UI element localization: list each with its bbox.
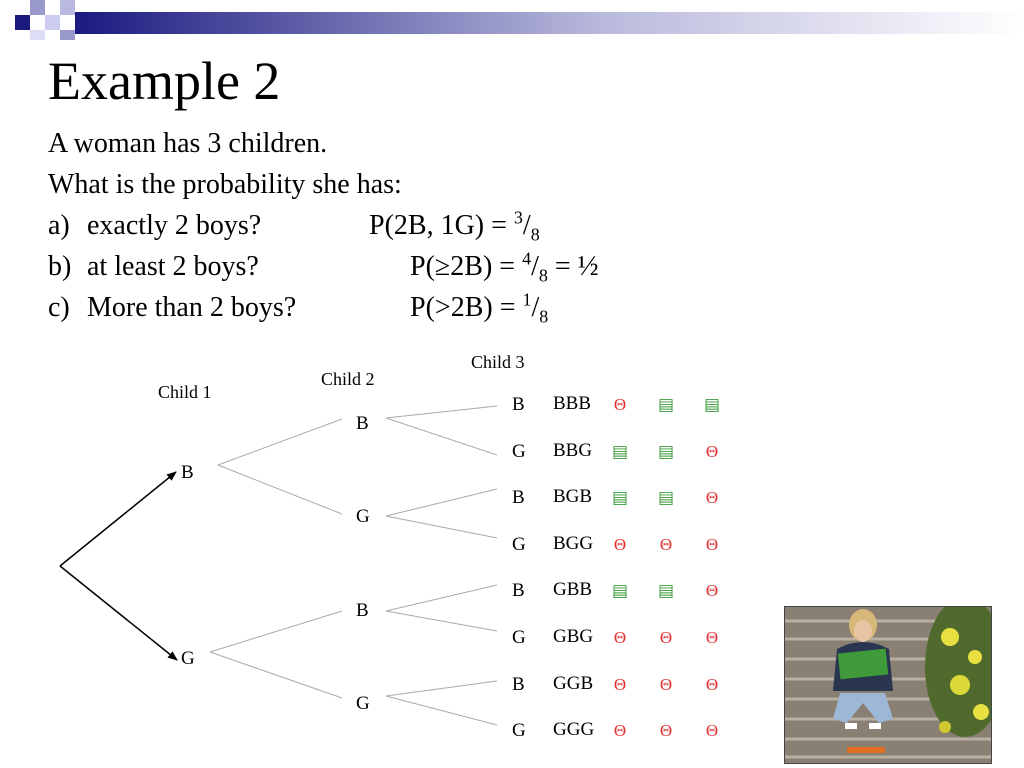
- mouse-icon: Θ: [613, 721, 627, 741]
- outcome-label: GGB: [553, 673, 594, 694]
- slide-title: Example 2: [48, 51, 281, 111]
- stacked-pages-icon: ▤: [657, 581, 675, 601]
- stacked-pages-icon: ▤: [611, 488, 629, 508]
- header-child-3: Child 3: [471, 352, 525, 372]
- stacked-pages-icon: ▤: [703, 395, 721, 414]
- mouse-icon: Θ: [613, 628, 627, 647]
- answer-lhs: P(2B, 1G) =: [369, 210, 514, 241]
- stacked-pages-icon: ▤: [611, 581, 629, 601]
- fraction-numerator: 4: [522, 248, 532, 269]
- mouse-icon: Θ: [613, 395, 627, 414]
- branch-g-b: [209, 610, 343, 653]
- header-child-1: Child 1: [158, 382, 212, 402]
- node-level3: G: [512, 534, 526, 555]
- question-c: c) More than 2 boys? P(>2B) = 1/8: [48, 289, 748, 327]
- mouse-icon: Θ: [705, 628, 719, 647]
- branch-root-g: [59, 565, 178, 661]
- answer-lhs: P(>2B) =: [410, 292, 523, 323]
- mouse-icon: Θ: [613, 674, 627, 694]
- question-b: b) at least 2 boys? P(≥2B) = 4/8 = ½: [48, 248, 748, 286]
- node-level1-g: G: [181, 648, 195, 669]
- mouse-icon: Θ: [705, 581, 719, 601]
- outcome-label: BGB: [553, 486, 593, 507]
- node-level1-b: B: [181, 462, 194, 483]
- mouse-icon: Θ: [659, 628, 673, 647]
- node-level3: B: [512, 674, 525, 695]
- top-decoration-bar: [0, 0, 1024, 40]
- answer-a: P(2B, 1G) = 3/8: [369, 207, 540, 245]
- answer-lhs: P(≥2B) =: [410, 251, 523, 282]
- fraction-denominator: 8: [539, 306, 549, 327]
- student-photo: [784, 606, 992, 764]
- node-level2: B: [356, 413, 369, 434]
- node-level2: G: [356, 506, 370, 527]
- stacked-pages-icon: ▤: [657, 441, 675, 461]
- outcome-label: GBG: [553, 626, 594, 647]
- mouse-icon: Θ: [659, 534, 673, 554]
- mouse-icon: Θ: [705, 674, 719, 694]
- node-level3: B: [512, 580, 525, 601]
- node-level3: G: [512, 627, 526, 648]
- outcome-label: BGG: [553, 533, 594, 554]
- node-level3: B: [512, 487, 525, 508]
- header-child-2: Child 2: [321, 369, 375, 389]
- question-label: b): [48, 251, 72, 282]
- question-text: at least 2 boys?: [87, 251, 259, 282]
- fraction-denominator: 8: [530, 224, 540, 245]
- branch-g-g: [209, 651, 343, 699]
- intro-line-1: A woman has 3 children.: [48, 128, 328, 159]
- fraction-denominator: 8: [538, 265, 548, 286]
- branch-root-b: [59, 471, 177, 567]
- fraction-numerator: 1: [522, 289, 532, 310]
- outcome-label: GGG: [553, 719, 595, 740]
- node-level3: G: [512, 720, 526, 741]
- branch-gg-g: [385, 695, 498, 726]
- question-label: c): [48, 292, 70, 323]
- branch-bb-b: [385, 405, 498, 419]
- question-a: a) exactly 2 boys? P(2B, 1G) = 3/8: [48, 207, 748, 245]
- stacked-pages-icon: ▤: [657, 395, 675, 414]
- stacked-pages-icon: ▤: [657, 488, 675, 508]
- answer-b: P(≥2B) = 4/8 = ½: [410, 248, 599, 286]
- mouse-icon: Θ: [705, 534, 719, 554]
- mouse-icon: Θ: [659, 721, 673, 741]
- branch-gg-b: [385, 680, 498, 697]
- outcome-label: GBB: [553, 579, 593, 600]
- outcome-label: BBG: [553, 440, 593, 461]
- mouse-icon: Θ: [613, 534, 627, 554]
- outcome-label: BBB: [553, 393, 592, 414]
- intro-line-2: What is the probability she has:: [48, 169, 402, 200]
- mouse-icon: Θ: [705, 721, 719, 741]
- mouse-icon: Θ: [659, 674, 673, 694]
- branch-gb-g: [385, 610, 498, 632]
- node-level3: B: [512, 394, 525, 415]
- node-level2: B: [356, 600, 369, 621]
- branch-b-g: [217, 464, 343, 515]
- node-level2: G: [356, 693, 370, 714]
- answer-extra: = ½: [547, 251, 599, 282]
- answer-c: P(>2B) = 1/8: [410, 289, 549, 327]
- question-label: a): [48, 210, 70, 241]
- question-text: exactly 2 boys?: [87, 210, 262, 241]
- branch-bg-b: [385, 488, 498, 517]
- mouse-icon: Θ: [705, 441, 719, 461]
- node-level3: G: [512, 441, 526, 462]
- question-text: More than 2 boys?: [87, 292, 297, 323]
- branch-b-b: [217, 418, 343, 466]
- fraction-numerator: 3: [513, 207, 523, 228]
- branch-gb-b: [385, 584, 498, 612]
- mouse-icon: Θ: [705, 488, 719, 508]
- stacked-pages-icon: ▤: [611, 441, 629, 461]
- branch-bb-g: [385, 417, 498, 456]
- branch-bg-g: [385, 515, 498, 539]
